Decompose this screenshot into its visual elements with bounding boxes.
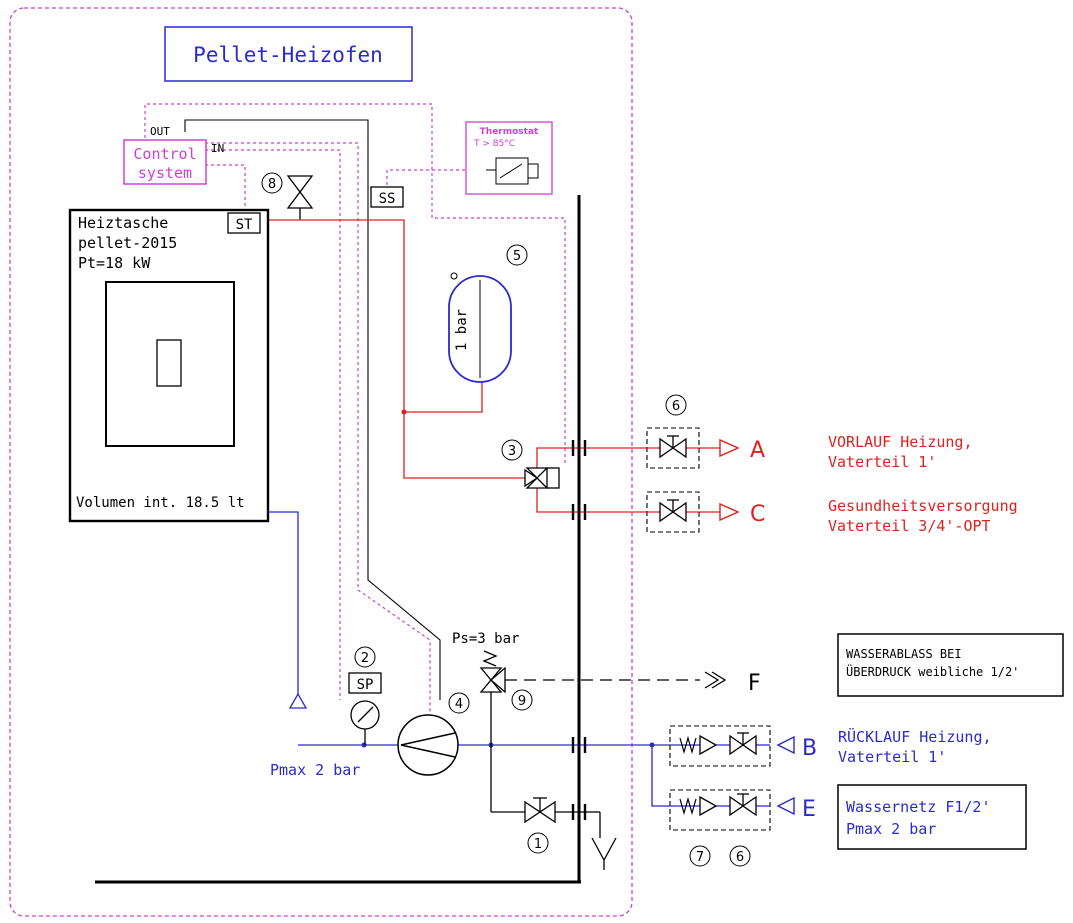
control-label-2: system xyxy=(138,164,192,182)
boiler-label-3: Pt=18 kW xyxy=(78,254,151,272)
control-system-box xyxy=(123,139,207,185)
relief-label: Ps=3 bar xyxy=(452,631,519,647)
supply-valve-c xyxy=(646,491,740,533)
marker-6-bottom-label: 6 xyxy=(736,850,744,865)
st-label: ST xyxy=(236,217,253,233)
thermostat-label-1: Thermostat xyxy=(480,127,539,137)
mixing-valve-3 xyxy=(524,467,560,489)
sp-sensor xyxy=(348,672,382,694)
gesund-label-2: Vaterteil 3/4'-OPT xyxy=(828,517,991,535)
wasserablass-label-1: WASSERABLASS BEI xyxy=(846,647,962,661)
supply-valve-a xyxy=(646,427,740,469)
wall-penetrations xyxy=(571,440,587,820)
wassernetz-label-1: Wassernetz F1/2' xyxy=(846,798,991,816)
marker-4 xyxy=(448,692,470,714)
marker-7 xyxy=(689,845,711,867)
control-wiring xyxy=(144,103,566,720)
marker-1 xyxy=(527,832,549,854)
marker-9-label: 9 xyxy=(518,694,526,709)
combustion-chamber xyxy=(105,281,235,447)
drain-arrow-2 xyxy=(711,671,727,689)
return-valve-b xyxy=(669,725,795,767)
marker-3 xyxy=(501,439,523,461)
marker-2-label: 2 xyxy=(361,651,369,666)
vorlauf-label-1: VORLAUF Heizung, xyxy=(828,433,973,451)
outlet-f: F xyxy=(748,671,761,696)
air-vent-valve-8 xyxy=(286,175,314,220)
vorlauf-label-2: Vaterteil 1' xyxy=(828,453,936,471)
return-valve-e xyxy=(669,789,795,831)
outer-frame xyxy=(9,7,633,917)
ss-label: SS xyxy=(379,191,396,207)
return-arrow xyxy=(288,692,308,709)
outlet-a: A xyxy=(750,438,765,463)
tank-valve-icon xyxy=(450,272,458,280)
wasserablass-label-2: ÜBERDRUCK weibliche 1/2' xyxy=(846,663,1019,679)
out-label: OUT xyxy=(150,125,170,138)
out-signal-line xyxy=(184,119,441,700)
in-label: IN xyxy=(211,142,224,155)
thermostat-icon xyxy=(486,157,539,185)
control-label-1: Control xyxy=(133,145,196,163)
title-box xyxy=(164,26,413,82)
st-sensor xyxy=(227,212,261,234)
gesund-label-1: Gesundheitsversorgung xyxy=(828,497,1018,515)
marker-9 xyxy=(511,689,533,711)
pmax-label: Pmax 2 bar xyxy=(270,761,360,779)
drain-arrow-1 xyxy=(704,671,720,689)
marker-8-label: 8 xyxy=(268,177,276,192)
tank-label: 1 bar xyxy=(454,309,470,351)
sp-label: SP xyxy=(357,677,374,693)
pump-triangle xyxy=(400,732,456,758)
gauge-needle xyxy=(357,706,374,723)
marker-8 xyxy=(261,172,283,194)
wassernetz-box xyxy=(837,784,1027,850)
page-title: Pellet-Heizofen xyxy=(193,43,383,67)
marker-1-label: 1 xyxy=(534,837,542,852)
boiler-volume: Volumen int. 18.5 lt xyxy=(76,495,245,511)
marker-7-label: 7 xyxy=(696,850,704,865)
wassernetz-label-2: Pmax 2 bar xyxy=(846,820,936,838)
wasserablass-box xyxy=(837,633,1064,697)
boiler-door xyxy=(156,339,182,387)
ruecklauf-label-2: Vaterteil 1' xyxy=(838,748,946,766)
boiler-label-1: Heiztasche xyxy=(78,214,168,232)
relief-valve-9 xyxy=(479,650,525,813)
pump-icon xyxy=(397,714,459,776)
return-junction-1 xyxy=(361,742,367,748)
marker-6-bottom xyxy=(729,845,751,867)
marker-3-label: 3 xyxy=(508,444,516,459)
ruecklauf-label-1: RÜCKLAUF Heizung, xyxy=(838,727,992,746)
return-junction-3 xyxy=(649,742,655,748)
marker-6-top xyxy=(665,394,687,416)
marker-5 xyxy=(506,244,528,266)
marker-4-label: 4 xyxy=(455,697,463,712)
drain-valve-1 xyxy=(524,797,617,861)
supply-junction xyxy=(401,409,407,415)
boiler-label-2: pellet-2015 xyxy=(78,234,177,252)
thermostat-label-2: T > 85°C xyxy=(473,139,515,149)
outlet-c: C xyxy=(750,502,765,527)
marker-2 xyxy=(354,646,376,668)
marker-5-label: 5 xyxy=(513,249,521,264)
outlet-b: B xyxy=(802,736,817,761)
ss-sensor xyxy=(370,186,404,208)
outlet-e: E xyxy=(802,797,816,822)
marker-6-top-label: 6 xyxy=(672,399,680,414)
